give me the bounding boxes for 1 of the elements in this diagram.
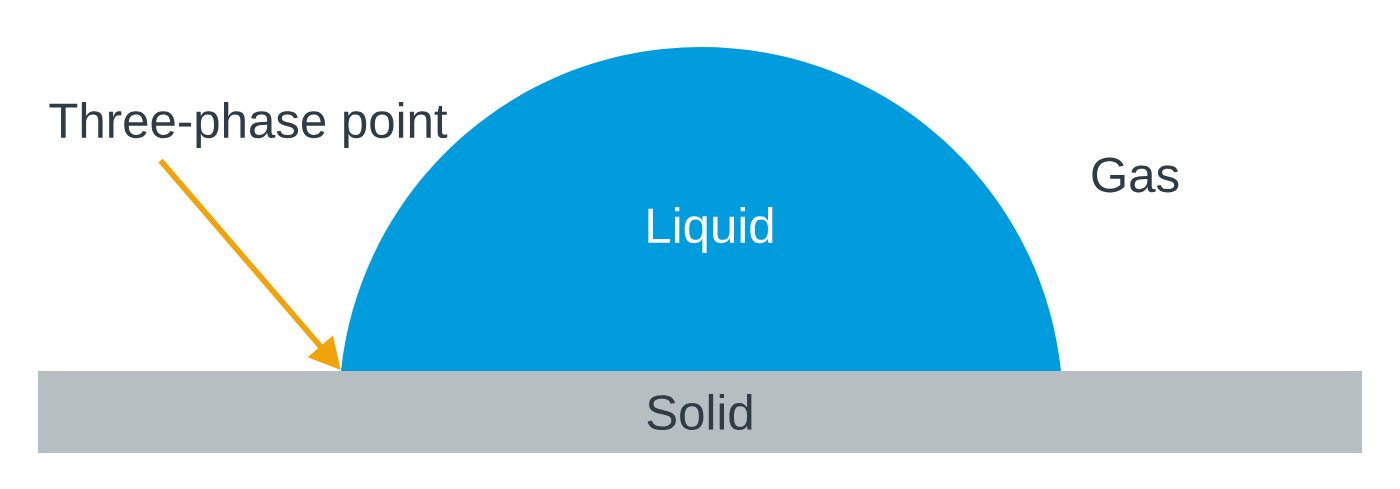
solid-bar: Solid	[38, 371, 1362, 453]
